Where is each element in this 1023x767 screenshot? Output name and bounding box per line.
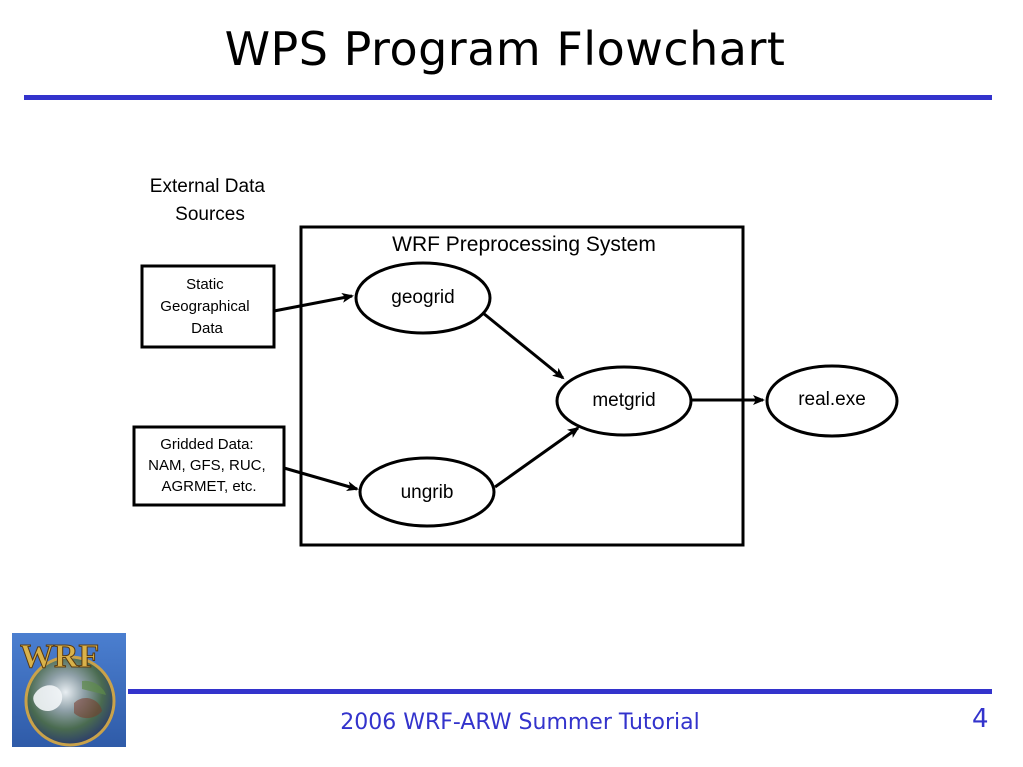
geogrid-label: geogrid [391,287,454,308]
arrow-static-to-geogrid [273,292,354,313]
footer-divider [128,689,992,694]
logo-globe [24,655,116,747]
wrf-logo: WRF [12,633,126,747]
logo-storm-band [74,697,102,719]
logo-land [82,680,106,695]
gridded-data-label-line: NAM, GFS, RUC, [148,457,266,474]
wps-system-box [299,225,745,547]
gridded-data-label: Gridded Data: NAM, GFS, RUC, AGRMET, etc… [148,436,270,495]
static-geographical-data-label: Static Geographical Data [160,276,253,337]
slide-title: WPS Program Flowchart [224,22,786,76]
ungrib-node [358,456,496,528]
gridded-data-label-line: AGRMET, etc. [161,478,256,495]
static-geographical-data-box [140,264,276,349]
static-data-label-line: Geographical [160,298,249,315]
logo-text: WRF [20,638,99,675]
geogrid-node [354,261,492,335]
logo-cloud-swirl [33,685,63,712]
footer-text: 2006 WRF-ARW Summer Tutorial [340,710,700,735]
external-sources-label-line: External Data [150,176,266,197]
metgrid-label: metgrid [592,390,655,411]
real-exe-label: real.exe [798,389,866,410]
metgrid-node [555,365,693,437]
wps-system-title: WRF Preprocessing System [392,233,656,256]
real-exe-node [765,364,899,438]
external-sources-label: External Data Sources [150,176,270,225]
ungrib-label: ungrib [401,482,454,503]
static-data-label-line: Data [191,320,223,337]
page-number: 4 [972,704,989,734]
arrow-ungrib-to-metgrid [494,426,580,489]
title-divider [24,95,992,100]
arrow-gridded-to-ungrib [283,466,359,492]
external-sources-label-line: Sources [175,204,245,225]
gridded-data-box [132,425,286,507]
gridded-data-label-line: Gridded Data: [160,436,253,453]
static-data-label-line: Static [186,276,224,293]
arrow-geogrid-to-metgrid [482,311,565,380]
